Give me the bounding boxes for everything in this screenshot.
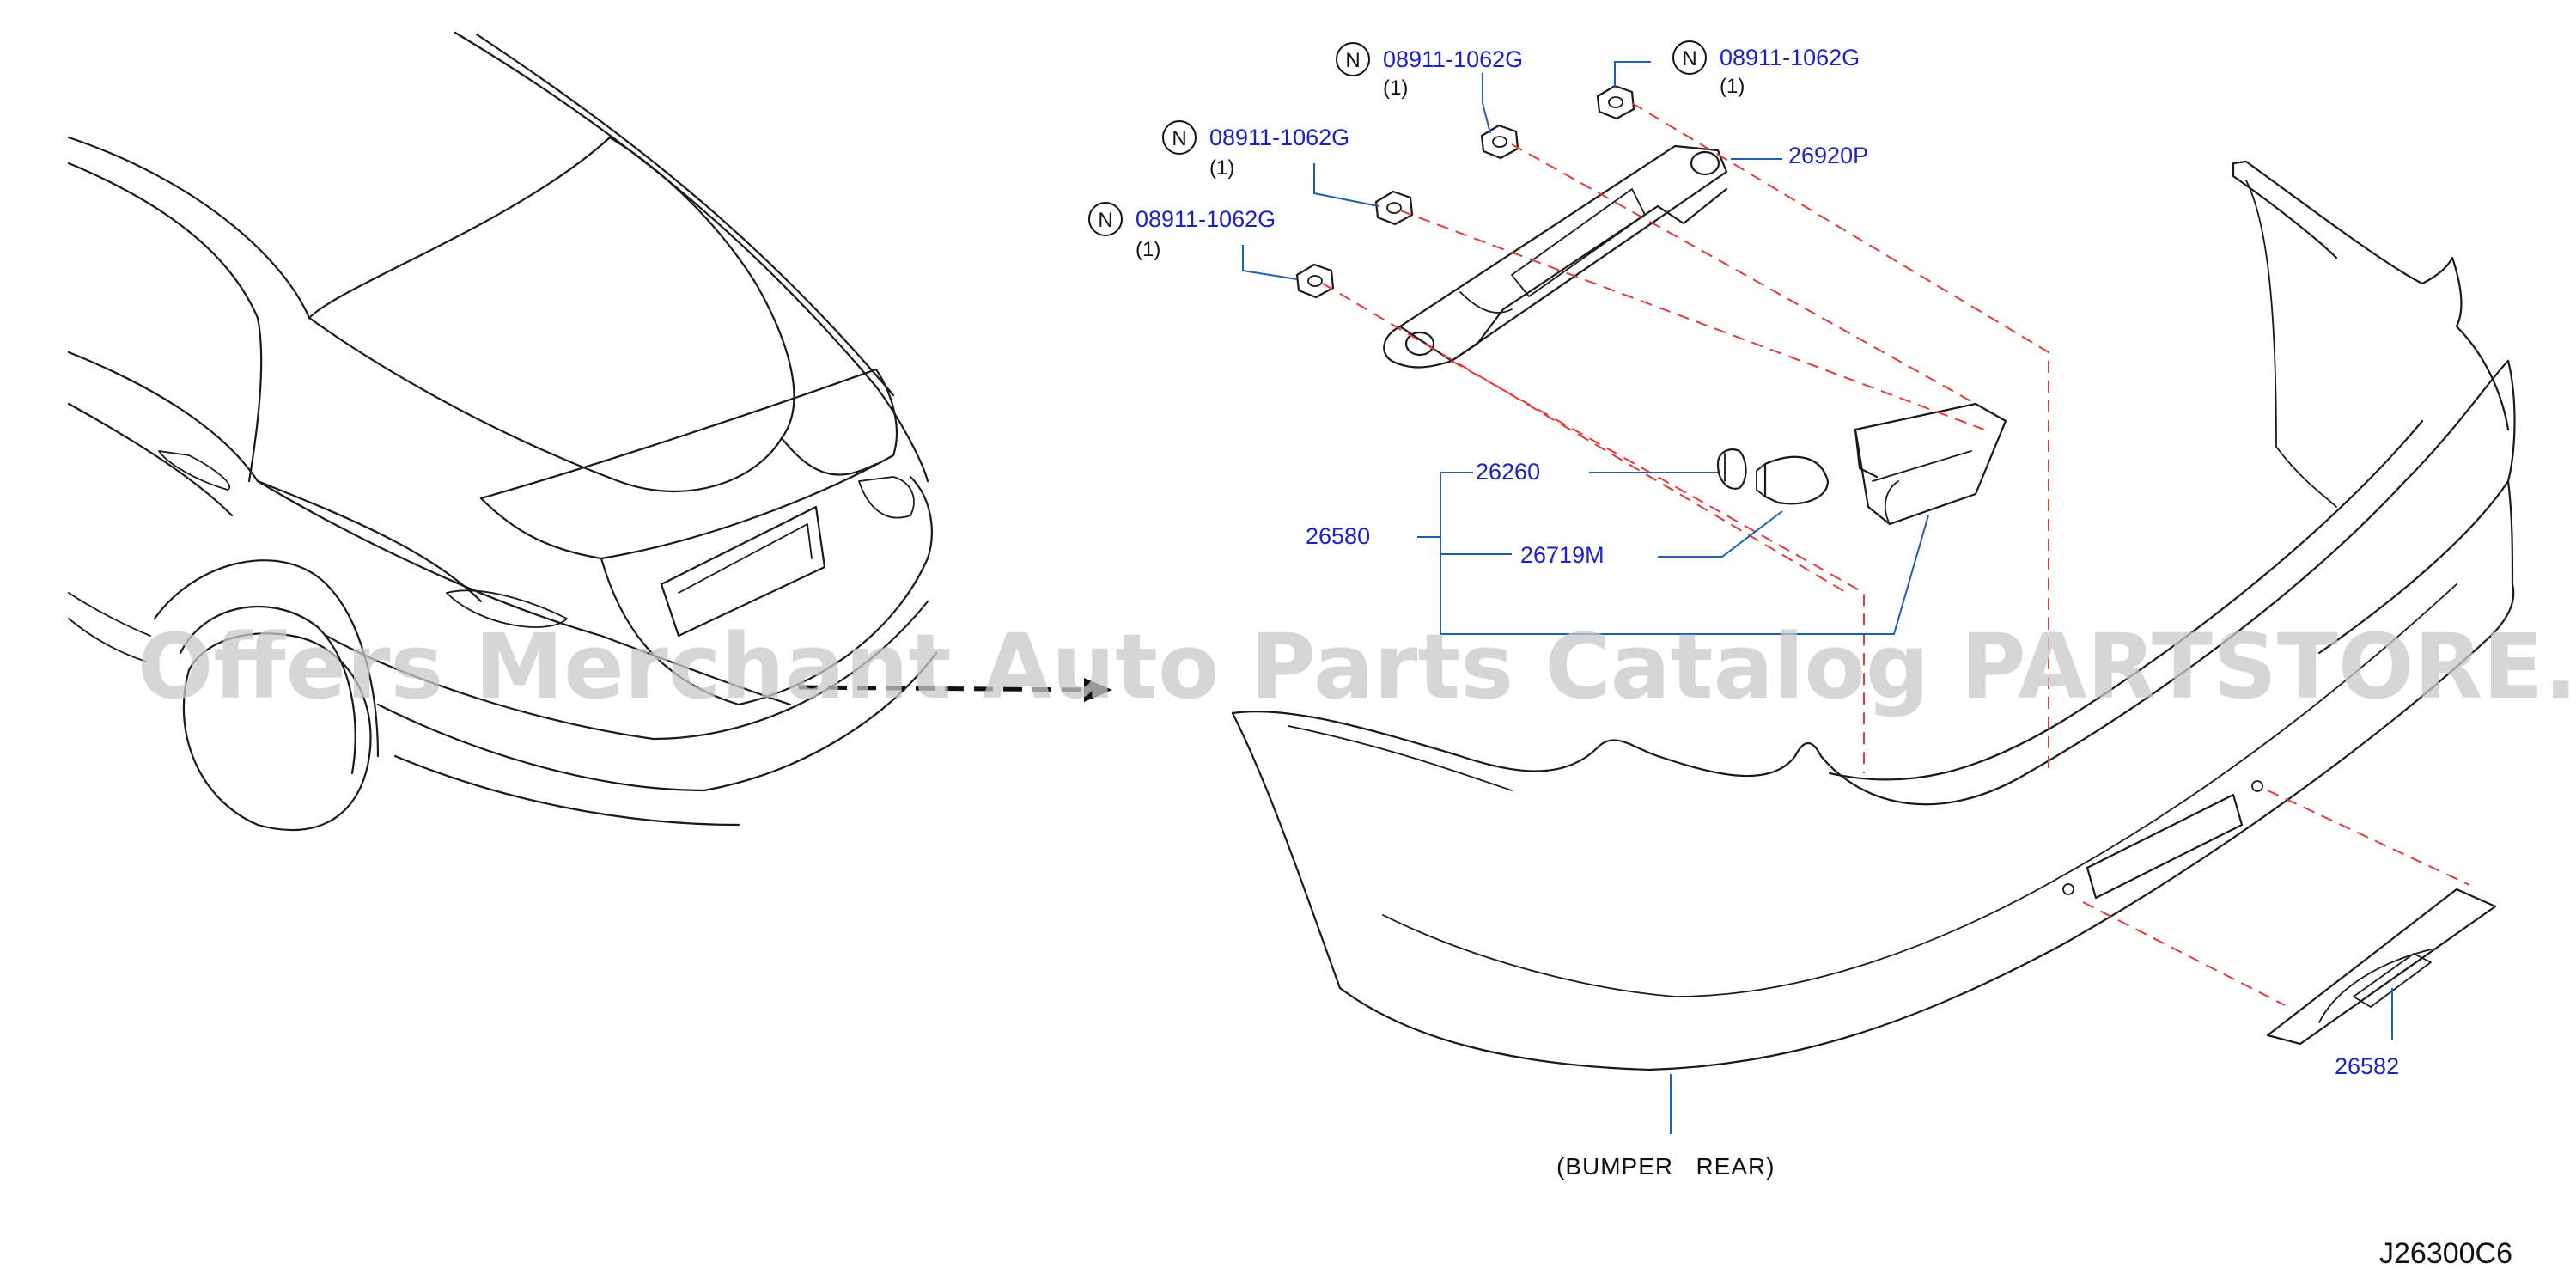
nut-marker <box>1088 202 1123 236</box>
part-label-socket: 26260 <box>1476 459 1540 485</box>
nut-marker <box>1162 120 1197 155</box>
hex-nut-2 <box>1374 190 1414 226</box>
figure-id: J26300C6 <box>2379 1237 2512 1270</box>
hex-nut-1 <box>1295 263 1335 299</box>
nut-marker-letter: N <box>1098 209 1112 232</box>
quantity: (1) <box>1136 238 1160 261</box>
alignment-lines <box>1322 102 2470 1006</box>
part-label-lamp-assembly: 26580 <box>1306 523 1370 549</box>
nut-marker-letter: N <box>1345 49 1360 72</box>
bracket <box>1383 144 1728 369</box>
part-label-bulb: 26719M <box>1520 542 1605 568</box>
part-label-finisher: 26582 <box>2335 1053 2399 1079</box>
hex-nut-4 <box>1596 84 1635 120</box>
license-lamp <box>1854 402 2007 526</box>
part-number: 08911-1062G <box>1136 206 1276 232</box>
watermark: Offers Merchant Auto Parts Catalog PARTS… <box>137 614 2576 719</box>
part-label-bracket: 26920P <box>1788 143 1868 168</box>
nut-callout-2: N 08911-1062G (1) <box>1162 120 1349 180</box>
nut-marker-letter: N <box>1682 47 1696 70</box>
quantity: (1) <box>1383 76 1408 100</box>
license-finisher <box>2266 888 2497 1046</box>
socket-and-bulb <box>1716 448 1830 505</box>
hex-nut-3 <box>1480 124 1519 160</box>
nut-callout-1: N 08911-1062G (1) <box>1088 202 1276 261</box>
nut-marker <box>1672 40 1707 75</box>
nut-callout-3: N 08911-1062G (1) <box>1336 42 1523 100</box>
part-number: 08911-1062G <box>1209 125 1349 150</box>
car-rear-overview <box>67 31 1112 832</box>
quantity: (1) <box>1209 156 1234 180</box>
nut-callout-4: N 08911-1062G (1) <box>1672 40 1860 98</box>
nut-marker <box>1336 42 1370 76</box>
quantity: (1) <box>1720 75 1745 98</box>
rear-bumper <box>1231 160 2516 1071</box>
part-number: 08911-1062G <box>1720 45 1860 70</box>
leader-lines <box>1242 61 2393 1134</box>
part-number: 08911-1062G <box>1383 46 1523 72</box>
bumper-caption: (BUMPER REAR) <box>1556 1153 1775 1180</box>
nut-marker-letter: N <box>1172 127 1186 150</box>
